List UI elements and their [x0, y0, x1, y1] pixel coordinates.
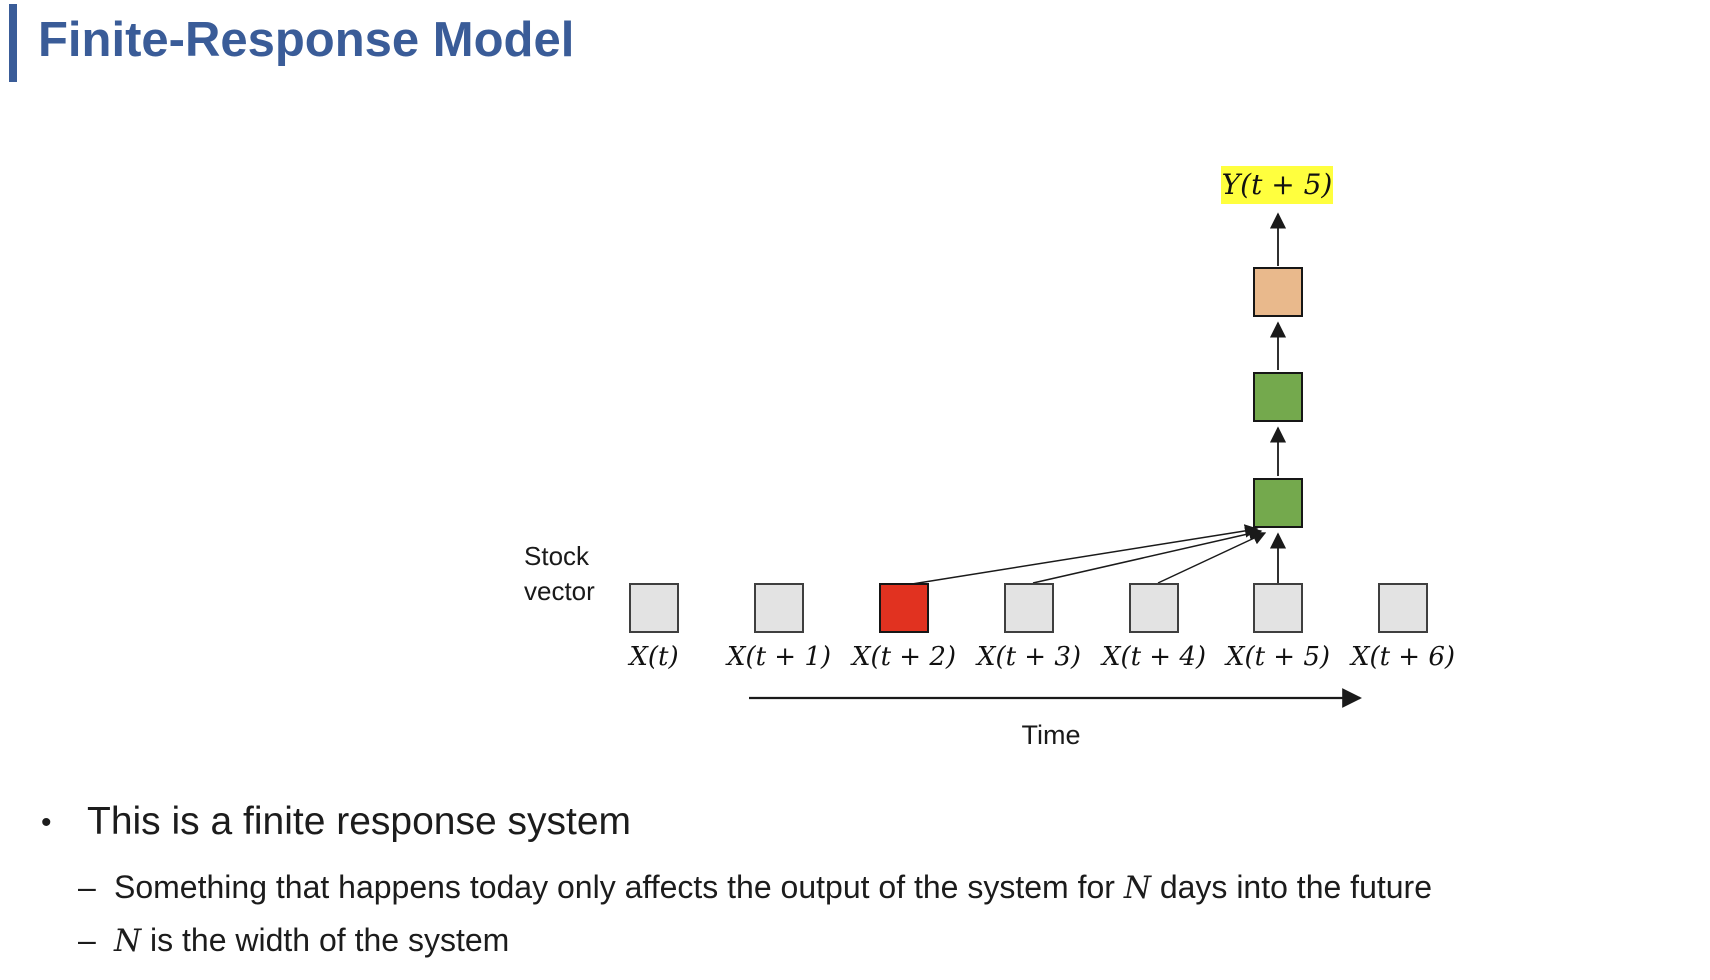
diagram-box-hidden-lower [1253, 478, 1303, 528]
bullet-sub2-post: is the width of the system [141, 922, 510, 958]
bullet-sub2-text: N is the width of the system [114, 922, 509, 959]
stock-vector-box-t2-highlighted [879, 583, 929, 633]
bullet-sub-1: – Something that happens today only affe… [78, 869, 1432, 906]
stock-vector-box-t3 [1004, 583, 1054, 633]
title-accent-bar [9, 4, 17, 82]
bullet-sub1-pre: Something that happens today only affect… [114, 869, 1124, 905]
bullet-sub2-var-n: N [114, 923, 142, 959]
time-axis-label: Time [1021, 720, 1081, 750]
arrow-xt4-to-lower [1157, 532, 1267, 584]
bullet-sub1-var-n: N [1123, 870, 1151, 906]
output-label: Y(t + 5) [1221, 166, 1333, 204]
bullet-sub1-post: days into the future [1150, 869, 1432, 905]
bullet-sub-2: – N is the width of the system [78, 922, 509, 959]
bullet-glyph: • [41, 806, 52, 839]
timeline-label-t5: X(t + 5) [1225, 642, 1331, 672]
timeline-label-t1: X(t + 1) [726, 642, 832, 672]
stock-vector-box-t1 [754, 583, 804, 633]
bullet-main-text: This is a finite response system [87, 800, 632, 843]
stock-vector-box-t6 [1378, 583, 1428, 633]
diagram-box-hidden-upper [1253, 372, 1303, 422]
timeline-label-t6: X(t + 6) [1350, 642, 1456, 672]
stock-vector-box-t [629, 583, 679, 633]
slide-title: Finite-Response Model [38, 13, 575, 67]
arrow-xt2-to-lower [911, 524, 1259, 585]
arrow-xt3-to-lower [1032, 527, 1263, 584]
timeline-label-t3: X(t + 3) [976, 642, 1082, 672]
stock-vector-axis-label: Stock vector [524, 539, 595, 609]
bullet-sub1-text: Something that happens today only affect… [114, 869, 1432, 906]
stock-vector-label-line1: Stock [524, 541, 590, 571]
stock-vector-label-line2: vector [524, 576, 595, 606]
timeline-label-t2: X(t + 2) [851, 642, 957, 672]
timeline-label-t: X(t) [629, 642, 679, 672]
sub-bullet-dash: – [78, 869, 96, 905]
bullet-main: • This is a finite response system [41, 800, 631, 844]
stock-vector-box-t5 [1253, 583, 1303, 633]
stock-vector-box-t4 [1129, 583, 1179, 633]
timeline-label-t4: X(t + 4) [1101, 642, 1207, 672]
diagram-box-output [1253, 267, 1303, 317]
sub-bullet-dash: – [78, 922, 96, 958]
